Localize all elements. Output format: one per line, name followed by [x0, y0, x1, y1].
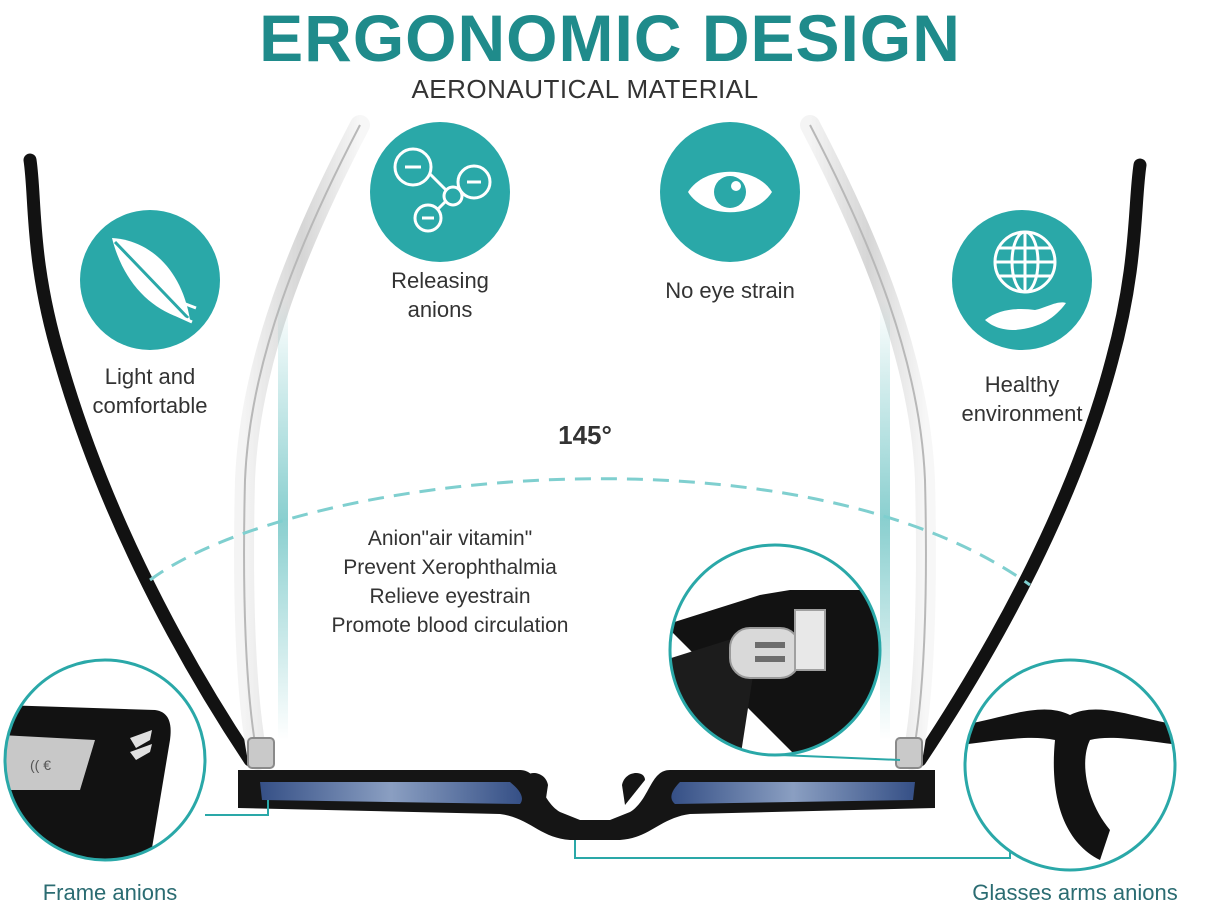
- front-frame: [238, 770, 935, 840]
- right-glow-strip: [880, 300, 890, 740]
- left-glow-strip: [278, 300, 288, 740]
- arms-callout-line: [574, 840, 1011, 859]
- frame-anions-caption: Frame anions: [42, 880, 178, 905]
- hinge-detail-circle: [668, 543, 882, 757]
- benefit-line: Anion"air vitamin": [367, 527, 533, 550]
- page-subtitle: AERONAUTICAL MATERIAL: [411, 74, 759, 104]
- hinge-callout-line: [779, 754, 901, 761]
- right-outer-temple: [913, 158, 1147, 767]
- feature-label-environment: Healthy environment: [961, 372, 1083, 426]
- benefit-line: Prevent Xerophthalmia: [343, 556, 557, 579]
- arms-anions-caption: Glasses arms anions: [972, 880, 1178, 905]
- benefit-line: Promote blood circulation: [331, 614, 569, 637]
- frame-callout-line: [205, 800, 269, 816]
- feature-label-light: Light and comfortable: [92, 364, 208, 418]
- feature-label-anions: Releasing anions: [391, 268, 489, 322]
- angle-arc: [149, 477, 1031, 587]
- feature-label-eye: No eye strain: [665, 278, 795, 303]
- bridge-detail-circle: [963, 658, 1177, 872]
- benefits-list: Anion"air vitamin" Prevent Xerophthalmia…: [290, 524, 610, 640]
- angle-label: 145°: [558, 420, 612, 450]
- benefit-line: Relieve eyestrain: [369, 585, 531, 608]
- left-hinge: [247, 737, 275, 769]
- right-hinge: [895, 737, 923, 769]
- svg-text:(( €: (( €: [30, 757, 51, 773]
- page-title: ERGONOMIC DESIGN: [259, 1, 961, 75]
- globe-hand-icon: [952, 210, 1092, 350]
- eye-icon: [660, 122, 800, 262]
- left-outer-temple: [23, 153, 257, 767]
- frame-detail-circle: (( €: [3, 658, 207, 862]
- left-inner-temple: [234, 115, 370, 770]
- molecule-icon: [370, 122, 510, 262]
- feather-icon: [80, 210, 220, 350]
